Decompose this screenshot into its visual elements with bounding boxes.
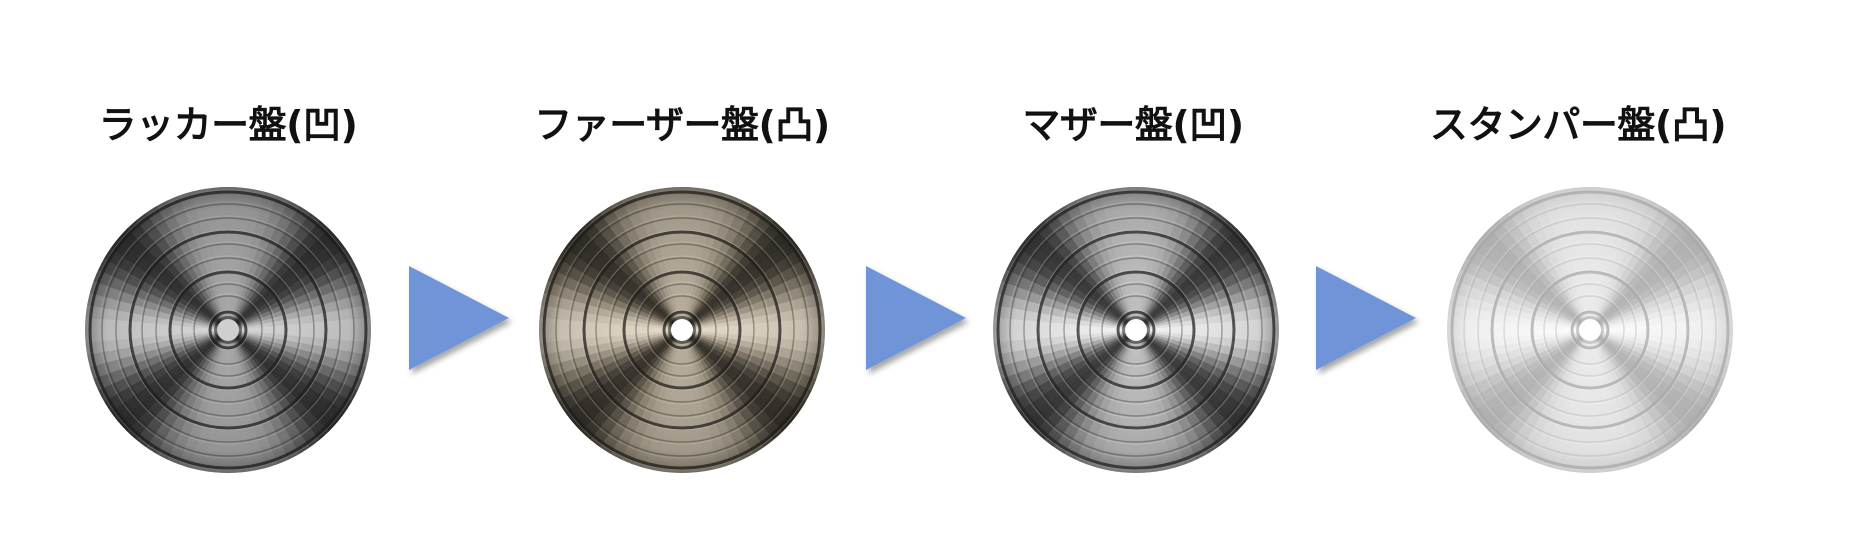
stamper-disc-icon [1446,186,1734,474]
stage-label-stamper: スタンパー盤(凸) [1429,103,1727,147]
lacquer-disc-icon [84,186,372,474]
arrow-right-icon [1312,262,1422,378]
father-disc-icon [538,186,826,474]
arrow-right-icon [405,262,515,378]
stage-label-lacquer: ラッカー盤(凹) [98,103,358,147]
mother-disc-icon [992,186,1280,474]
stage-label-father: ファーザー盤(凸) [534,103,830,147]
arrow-right-icon [862,262,972,378]
stage-label-mother: マザー盤(凹) [1022,103,1244,147]
